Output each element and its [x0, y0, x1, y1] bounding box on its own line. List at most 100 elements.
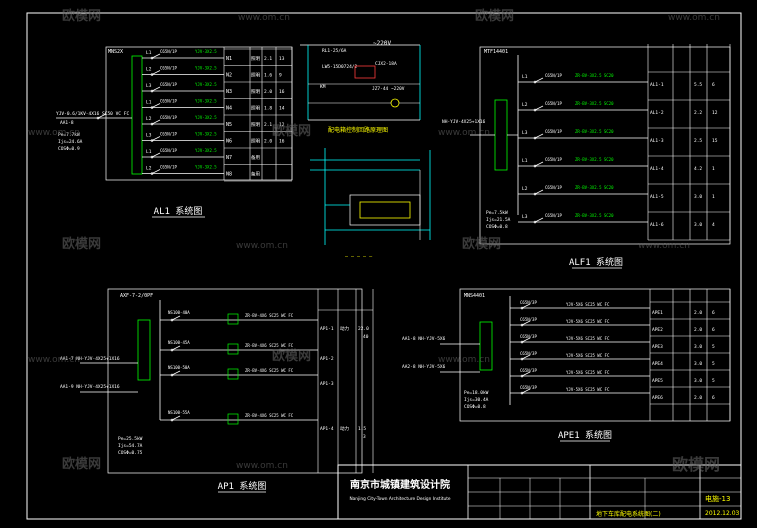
ape1-circuit-count: 5 — [712, 378, 715, 384]
watermark-layer: 欧模网 www.om.cn 欧模网 www.om.cn 欧模网 www.om.c… — [28, 8, 720, 474]
breaker-symbol — [521, 320, 531, 326]
alf1-circuit-power: 2.2 — [694, 110, 702, 116]
watermark-url: www.om.cn — [438, 355, 490, 365]
ap1-breaker-spec: NS100-55A — [168, 410, 190, 415]
ap1-busbar — [137, 319, 151, 381]
breaker-contact — [170, 418, 174, 422]
alf1-incoming-cable: NH-YJV-4X25+1X16 — [442, 119, 486, 125]
company-name: 南京市城镇建筑设计院 — [350, 478, 450, 491]
ape1-incoming-cable: AA2-8 NH-YJV-5X6 — [402, 364, 446, 370]
alf1-param: Pe=7.5kW — [486, 210, 508, 216]
al1-circuit-id: N2 — [226, 73, 232, 79]
al1-breaker-spec: C65N/1P — [160, 99, 177, 104]
al1-breaker-spec: C65N/1P — [160, 165, 177, 170]
ctrl-indicator-lamp — [390, 98, 400, 108]
ape1-circuit-power: 3.0 — [694, 344, 702, 350]
alf1-breaker-spec: C65N/1P — [545, 213, 562, 218]
watermark-url: www.om.cn — [668, 13, 720, 23]
breaker-contact — [170, 348, 174, 352]
ctrl-lower-box — [349, 194, 421, 226]
al1-phase-label: L2 — [146, 67, 152, 73]
ap1-panel-frame — [107, 288, 363, 474]
ap1-cable-spec: ZR-BV-4X6 SC25 WC FC — [245, 343, 294, 348]
alf1-phase-label: L1 — [522, 74, 528, 80]
watermark-brand: 欧模网 — [475, 8, 514, 24]
breaker-symbol — [151, 136, 161, 141]
ape1-circuit-id: APE1 — [652, 310, 663, 316]
ape1-label: APE1 系统图 — [558, 429, 612, 441]
breaker-symbol — [534, 189, 544, 195]
breaker-symbol — [171, 315, 181, 321]
ap1-param: Ijs=54.7A — [118, 443, 143, 449]
breaker-symbol — [521, 371, 531, 377]
breaker-contact — [533, 108, 537, 112]
watermark-brand: 欧模网 — [462, 236, 501, 252]
al1-phase-label: L3 — [146, 133, 152, 139]
al1-circuit-count: 16 — [279, 89, 285, 95]
watermark-brand: 欧模网 — [62, 456, 101, 472]
al1-breaker-spec: C65N/1P — [160, 49, 177, 54]
breaker-symbol — [521, 354, 531, 360]
alf1-param: Ijs=21.5A — [486, 217, 511, 223]
breaker-contact — [520, 374, 524, 378]
alf1-circuit-power: 5.5 — [694, 82, 702, 88]
al1-circuit-desc: 备用 — [251, 154, 260, 161]
ctrl-item-label: KM — [320, 84, 326, 90]
al1-circuit-desc: 照明 — [251, 73, 260, 79]
al1-circuit-desc: 照明 — [251, 89, 260, 95]
al1-cable-spec: YJV-3X2.5 — [195, 148, 217, 153]
alf1-cable-spec: ZR-BV-3X2.5 SC20 — [575, 185, 614, 190]
breaker-symbol — [534, 105, 544, 111]
al1-circuit-count: 16 — [279, 139, 285, 145]
breaker-symbol — [534, 161, 544, 167]
breaker-contact — [150, 139, 154, 142]
drawing-date: 2012.12.03 — [705, 510, 740, 517]
ap1-cable-spec: ZR-BV-4X6 SC25 WC FC — [245, 413, 294, 418]
breaker-contact — [170, 373, 174, 377]
ctrl-relay-coil — [354, 65, 376, 79]
ape1-cable-spec: YJV-5X6 SC25 WC FC — [566, 353, 610, 358]
alf1-breaker-spec: C65N/1P — [545, 129, 562, 134]
breaker-symbol — [171, 345, 181, 351]
watermark-brand: 欧模网 — [62, 236, 101, 252]
breaker-symbol — [534, 217, 544, 223]
ape1-busbar — [479, 321, 493, 371]
ape1-breaker-spec: C65N/3P — [520, 317, 537, 322]
alf1-circuit-count: 4 — [712, 222, 715, 228]
ap1-box-label: AXF-7-2/0PF — [120, 293, 153, 299]
al1-circuit-id: N3 — [226, 89, 232, 95]
alf1-circuit-count: 1 — [712, 194, 715, 200]
breaker-contact — [520, 306, 524, 310]
breaker-symbol — [534, 133, 544, 139]
breaker-symbol — [151, 86, 161, 92]
ape1-cable-spec: YJV-5X6 SC25 WC FC — [566, 387, 610, 392]
alf1-circuit-id: AL1-2 — [650, 110, 664, 116]
ap1-contactor — [227, 313, 239, 325]
watermark-url: www.om.cn — [238, 13, 290, 23]
ape1-circuit-id: APE5 — [652, 378, 663, 384]
al1-label: AL1 系统图 — [154, 205, 203, 217]
al1-circuit-power: 2.0 — [264, 139, 272, 145]
ap1-cable-spec: ZR-BV-4X6 SC25 WC FC — [245, 313, 294, 318]
al1-circuit-desc: 照明 — [251, 122, 260, 128]
ape1-circuit-power: 2.0 — [694, 395, 702, 401]
breaker-contact — [533, 192, 537, 196]
al1-cable-spec: YJV-3X2.5 — [195, 66, 217, 71]
ctrl-item-label: RL1-25/6A — [322, 48, 347, 54]
breaker-symbol — [521, 337, 531, 343]
watermark-url: www.om.cn — [638, 241, 690, 251]
alf1-breaker-spec: C65N/1P — [545, 101, 562, 106]
ap1-contactor — [227, 368, 239, 380]
al1-circuit-id: N8 — [226, 172, 232, 178]
al1-busbar — [131, 55, 143, 175]
alf1-cable-spec: ZR-BV-3X2.5 SC20 — [575, 101, 614, 106]
ape1-param: Pe=18.0kW — [464, 390, 489, 396]
ape1-circuit-count: 5 — [712, 361, 715, 367]
al1-phase-label: L2 — [146, 116, 152, 122]
alf1-cable-spec: ZR-BV-3X2.5 SC20 — [575, 157, 614, 162]
breaker-symbol — [151, 70, 161, 75]
al1-cable-spec: YJV-3X2.5 — [195, 49, 217, 54]
watermark-brand: 欧模网 — [672, 455, 720, 474]
al1-breaker-spec: C65N/1P — [160, 115, 177, 120]
ctrl-item-label: JZ7-44 ~220V — [372, 86, 405, 92]
